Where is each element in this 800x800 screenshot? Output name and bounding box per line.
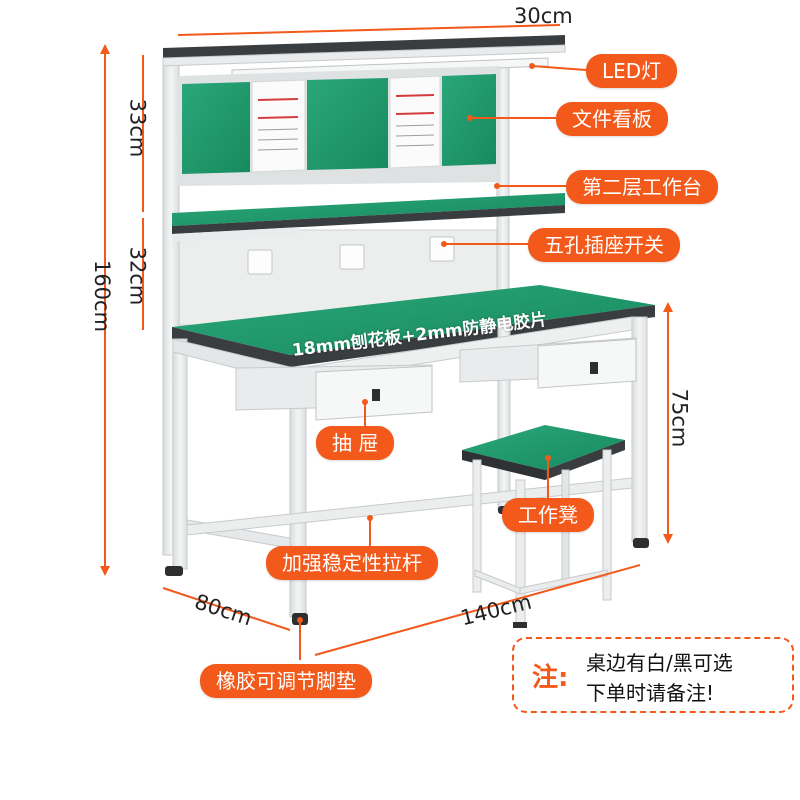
- callout-led: LED灯: [586, 54, 678, 88]
- green-board-2: [307, 78, 388, 170]
- drawer-left: [235, 364, 433, 421]
- callout-doc-board: 文件看板: [556, 102, 668, 136]
- dim-shelf-depth: 30cm: [514, 4, 573, 28]
- callout-drawer: 抽 屉: [316, 426, 395, 460]
- document-lines: [257, 94, 435, 119]
- dimension-lines: [104, 24, 669, 656]
- note-line-2: 下单时请备注!: [586, 681, 715, 705]
- green-board-1: [182, 82, 250, 174]
- callout-feet: 橡胶可调节脚垫: [200, 664, 372, 698]
- note-mark: 注:: [532, 663, 569, 693]
- note-box: 注: 桌边有白/黑可选 下单时请备注!: [512, 637, 794, 713]
- note-line-1: 桌边有白/黑可选: [586, 651, 733, 675]
- dim-middle-height: 32cm: [125, 246, 150, 306]
- dim-desk-height: 75cm: [667, 388, 692, 448]
- desk-leg-back-left: [172, 338, 188, 570]
- work-stool: [462, 425, 625, 628]
- callout-crossbar: 加强稳定性拉杆: [266, 546, 438, 580]
- power-sockets: [247, 236, 455, 275]
- callout-second-shelf: 第二层工作台: [566, 170, 718, 204]
- callout-socket: 五孔插座开关: [528, 228, 680, 262]
- dim-upper-height: 33cm: [125, 98, 150, 158]
- callout-stool: 工作凳: [502, 498, 594, 532]
- document-sheet-1: [251, 79, 306, 173]
- drawer-right: [459, 337, 637, 389]
- document-sheet-2: [389, 75, 441, 169]
- leader-lines: [299, 65, 587, 660]
- desktop-surface: [172, 285, 655, 355]
- top-shelf: [163, 35, 565, 58]
- second-shelf: [172, 193, 565, 226]
- dim-total-height: 160cm: [90, 259, 115, 333]
